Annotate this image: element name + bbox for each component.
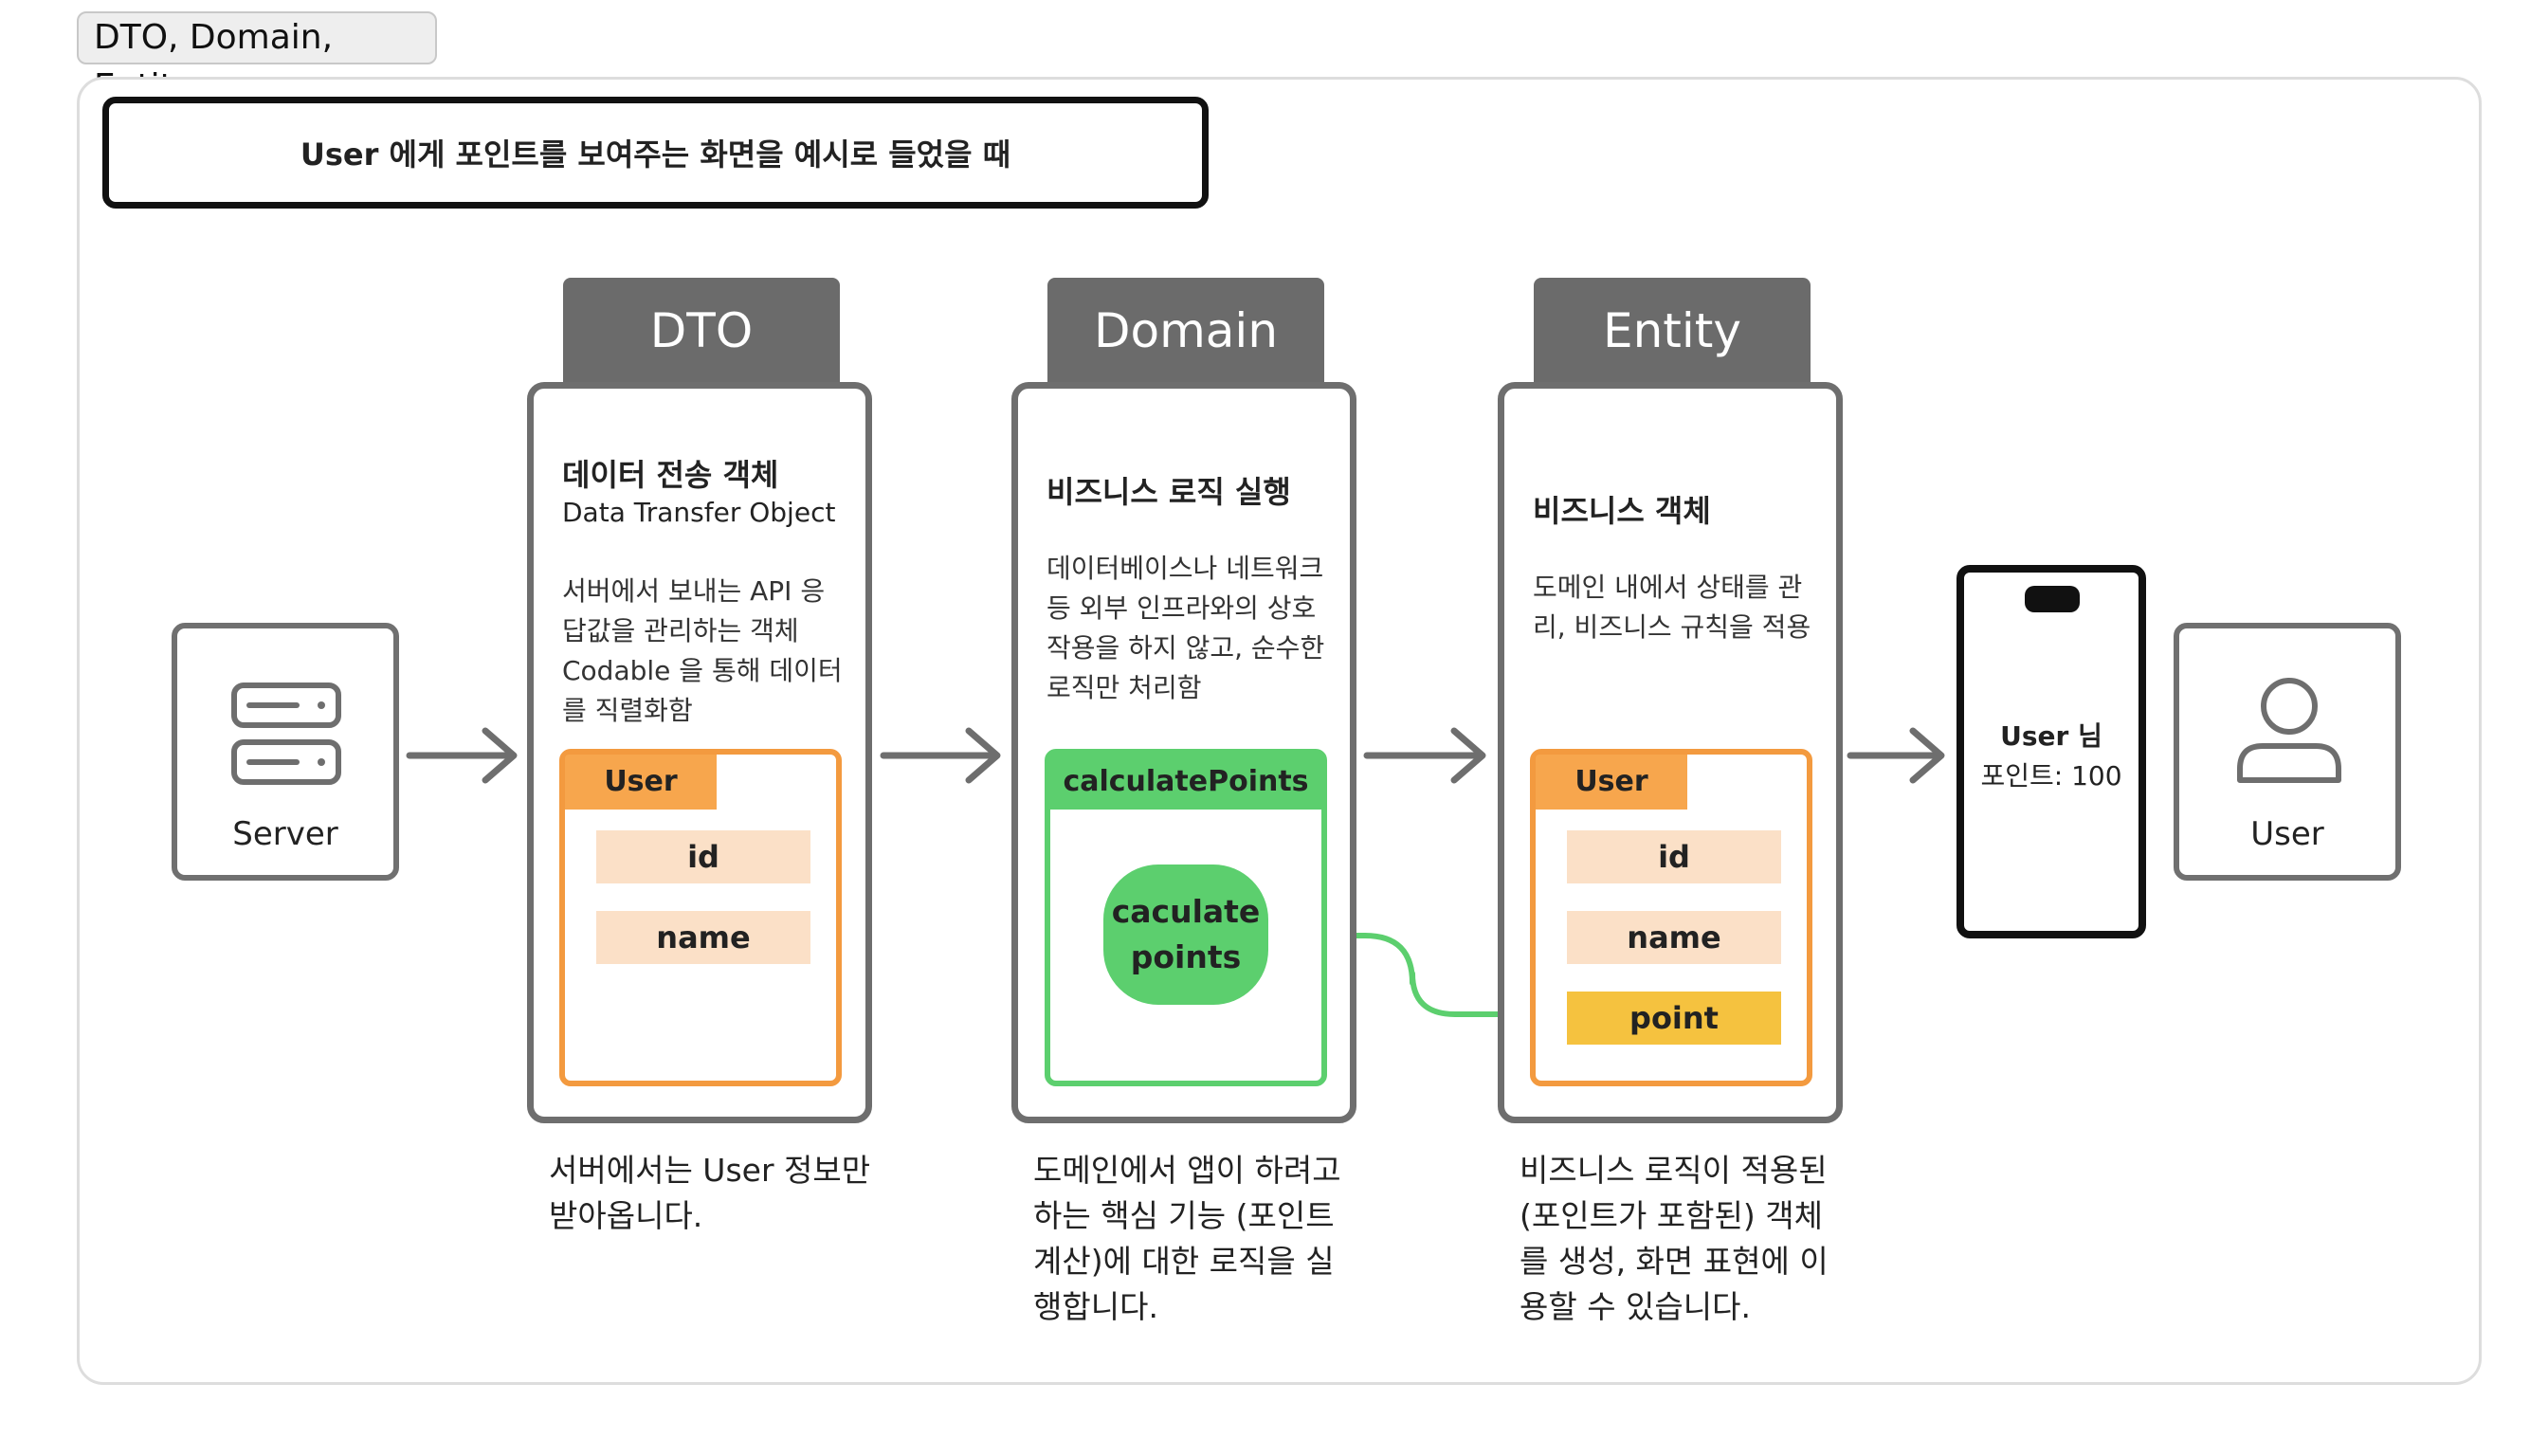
arrow-domain-to-entity [1363, 727, 1486, 784]
entity-tab: Entity [1534, 278, 1811, 384]
domain-tab: Domain [1047, 278, 1324, 384]
entity-caption: 비즈니스 로직이 적용된 (포인트가 포함된) 객체 를 생성, 화면 표현에 … [1520, 1148, 1861, 1330]
arrow-entity-to-phone [1847, 727, 1945, 784]
entity-caption-line: (포인트가 포함된) 객체 [1520, 1197, 1823, 1234]
entity-description: 도메인 내에서 상태를 관 리, 비즈니스 규칙을 적용 [1533, 568, 1836, 647]
user-label: User [2250, 815, 2324, 853]
server-box: Server [172, 623, 399, 881]
entity-field-point: point [1567, 992, 1781, 1045]
domain-caption-line: 계산)에 대한 로직을 실 [1033, 1243, 1335, 1280]
dto-desc-line: 를 직렬화함 [562, 695, 693, 726]
dto-desc-line: Codable 을 통해 데이터 [562, 655, 843, 686]
dto-object-name: User [565, 755, 717, 810]
entity-desc-line: 도메인 내에서 상태를 관 [1533, 572, 1803, 603]
domain-desc-line: 로직만 처리함 [1046, 672, 1202, 703]
entity-field-id: id [1567, 830, 1781, 883]
domain-description: 데이터베이스나 네트워크 등 외부 인프라와의 상호 작용을 하지 않고, 순수… [1046, 549, 1350, 708]
phone-screen: User 님 포인트: 100 [1956, 565, 2146, 938]
dto-heading: 데이터 전송 객체 [562, 457, 779, 493]
arrow-server-to-dto [406, 727, 518, 784]
domain-calculate-object: calculatePoints caculate points [1045, 749, 1327, 1086]
arrow-dto-to-domain [880, 727, 1001, 784]
dto-field-id: id [596, 830, 810, 883]
user-box: User [2174, 623, 2401, 881]
domain-caption-line: 도메인에서 앱이 하려고 [1033, 1152, 1341, 1189]
dto-user-object: User id name [559, 749, 842, 1086]
domain-caption: 도메인에서 앱이 하려고 하는 핵심 기능 (포인트 계산)에 대한 로직을 실… [1033, 1148, 1374, 1330]
dto-subheading: Data Transfer Object [562, 497, 836, 528]
domain-desc-line: 작용을 하지 않고, 순수한 [1046, 632, 1325, 664]
domain-desc-line: 데이터베이스나 네트워크 [1046, 553, 1324, 584]
entity-heading: 비즈니스 객체 [1533, 493, 1711, 529]
server-label: Server [232, 815, 338, 853]
entity-caption-line: 용할 수 있습니다. [1520, 1288, 1751, 1325]
user-icon [2237, 678, 2341, 783]
diagram-title: User 에게 포인트를 보여주는 화면을 예시로 들었을 때 [102, 97, 1209, 209]
phone-content: User 님 포인트: 100 [1964, 717, 2138, 796]
entity-object-name: User [1536, 755, 1687, 810]
domain-heading: 비즈니스 로직 실행 [1046, 474, 1291, 510]
calculate-points-node: caculate points [1103, 864, 1268, 1005]
domain-desc-line: 등 외부 인프라와의 상호 [1046, 592, 1317, 624]
domain-caption-line: 행합니다. [1033, 1288, 1158, 1325]
phone-user-line: User 님 [2000, 720, 2102, 752]
dto-tab: DTO [563, 278, 840, 384]
domain-caption-line: 하는 핵심 기능 (포인트 [1033, 1197, 1335, 1234]
dto-desc-line: 서버에서 보내는 API 응 [562, 575, 826, 607]
entity-user-object: User id name point [1530, 749, 1812, 1086]
entity-desc-line: 리, 비즈니스 규칙을 적용 [1533, 611, 1811, 643]
entity-caption-line: 를 생성, 화면 표현에 이 [1520, 1243, 1829, 1280]
phone-points-line: 포인트: 100 [1980, 760, 2122, 792]
dto-desc-line: 답값을 관리하는 객체 [562, 615, 799, 646]
server-icon [231, 682, 341, 785]
domain-object-name: calculatePoints [1050, 755, 1321, 810]
blob-line: caculate [1111, 893, 1261, 930]
dto-caption-line: 받아옵니다. [549, 1197, 703, 1234]
entity-field-name: name [1567, 911, 1781, 964]
dto-caption-line: 서버에서는 User 정보만 [549, 1152, 871, 1189]
entity-caption-line: 비즈니스 로직이 적용된 [1520, 1152, 1828, 1189]
blob-line: points [1130, 938, 1242, 975]
dto-field-name: name [596, 911, 810, 964]
dto-description: 서버에서 보내는 API 응 답값을 관리하는 객체 Codable 을 통해 … [562, 572, 865, 731]
phone-notch [2025, 586, 2080, 612]
dto-caption: 서버에서는 User 정보만 받아옵니다. [549, 1148, 890, 1239]
